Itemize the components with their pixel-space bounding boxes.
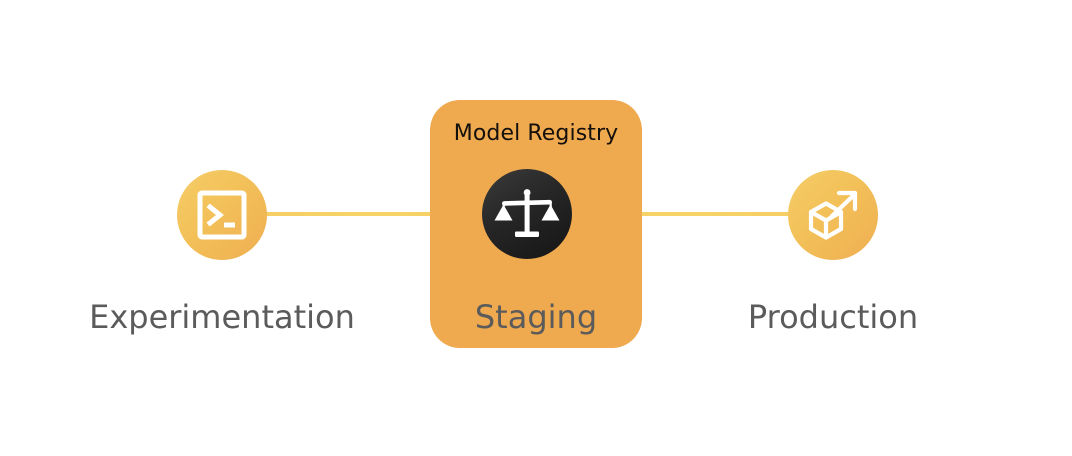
cube-arrow-icon bbox=[808, 190, 858, 240]
stage-label-staging: Staging bbox=[474, 298, 598, 336]
model-registry-title: Model Registry bbox=[453, 121, 619, 146]
stage-label-production: Production bbox=[747, 298, 919, 336]
terminal-icon bbox=[197, 190, 247, 240]
stage-label-experimentation: Experimentation bbox=[89, 298, 355, 336]
balance-scale-icon bbox=[494, 189, 560, 237]
connector-experimentation-to-staging bbox=[258, 212, 494, 216]
connector-staging-to-production bbox=[560, 212, 798, 216]
